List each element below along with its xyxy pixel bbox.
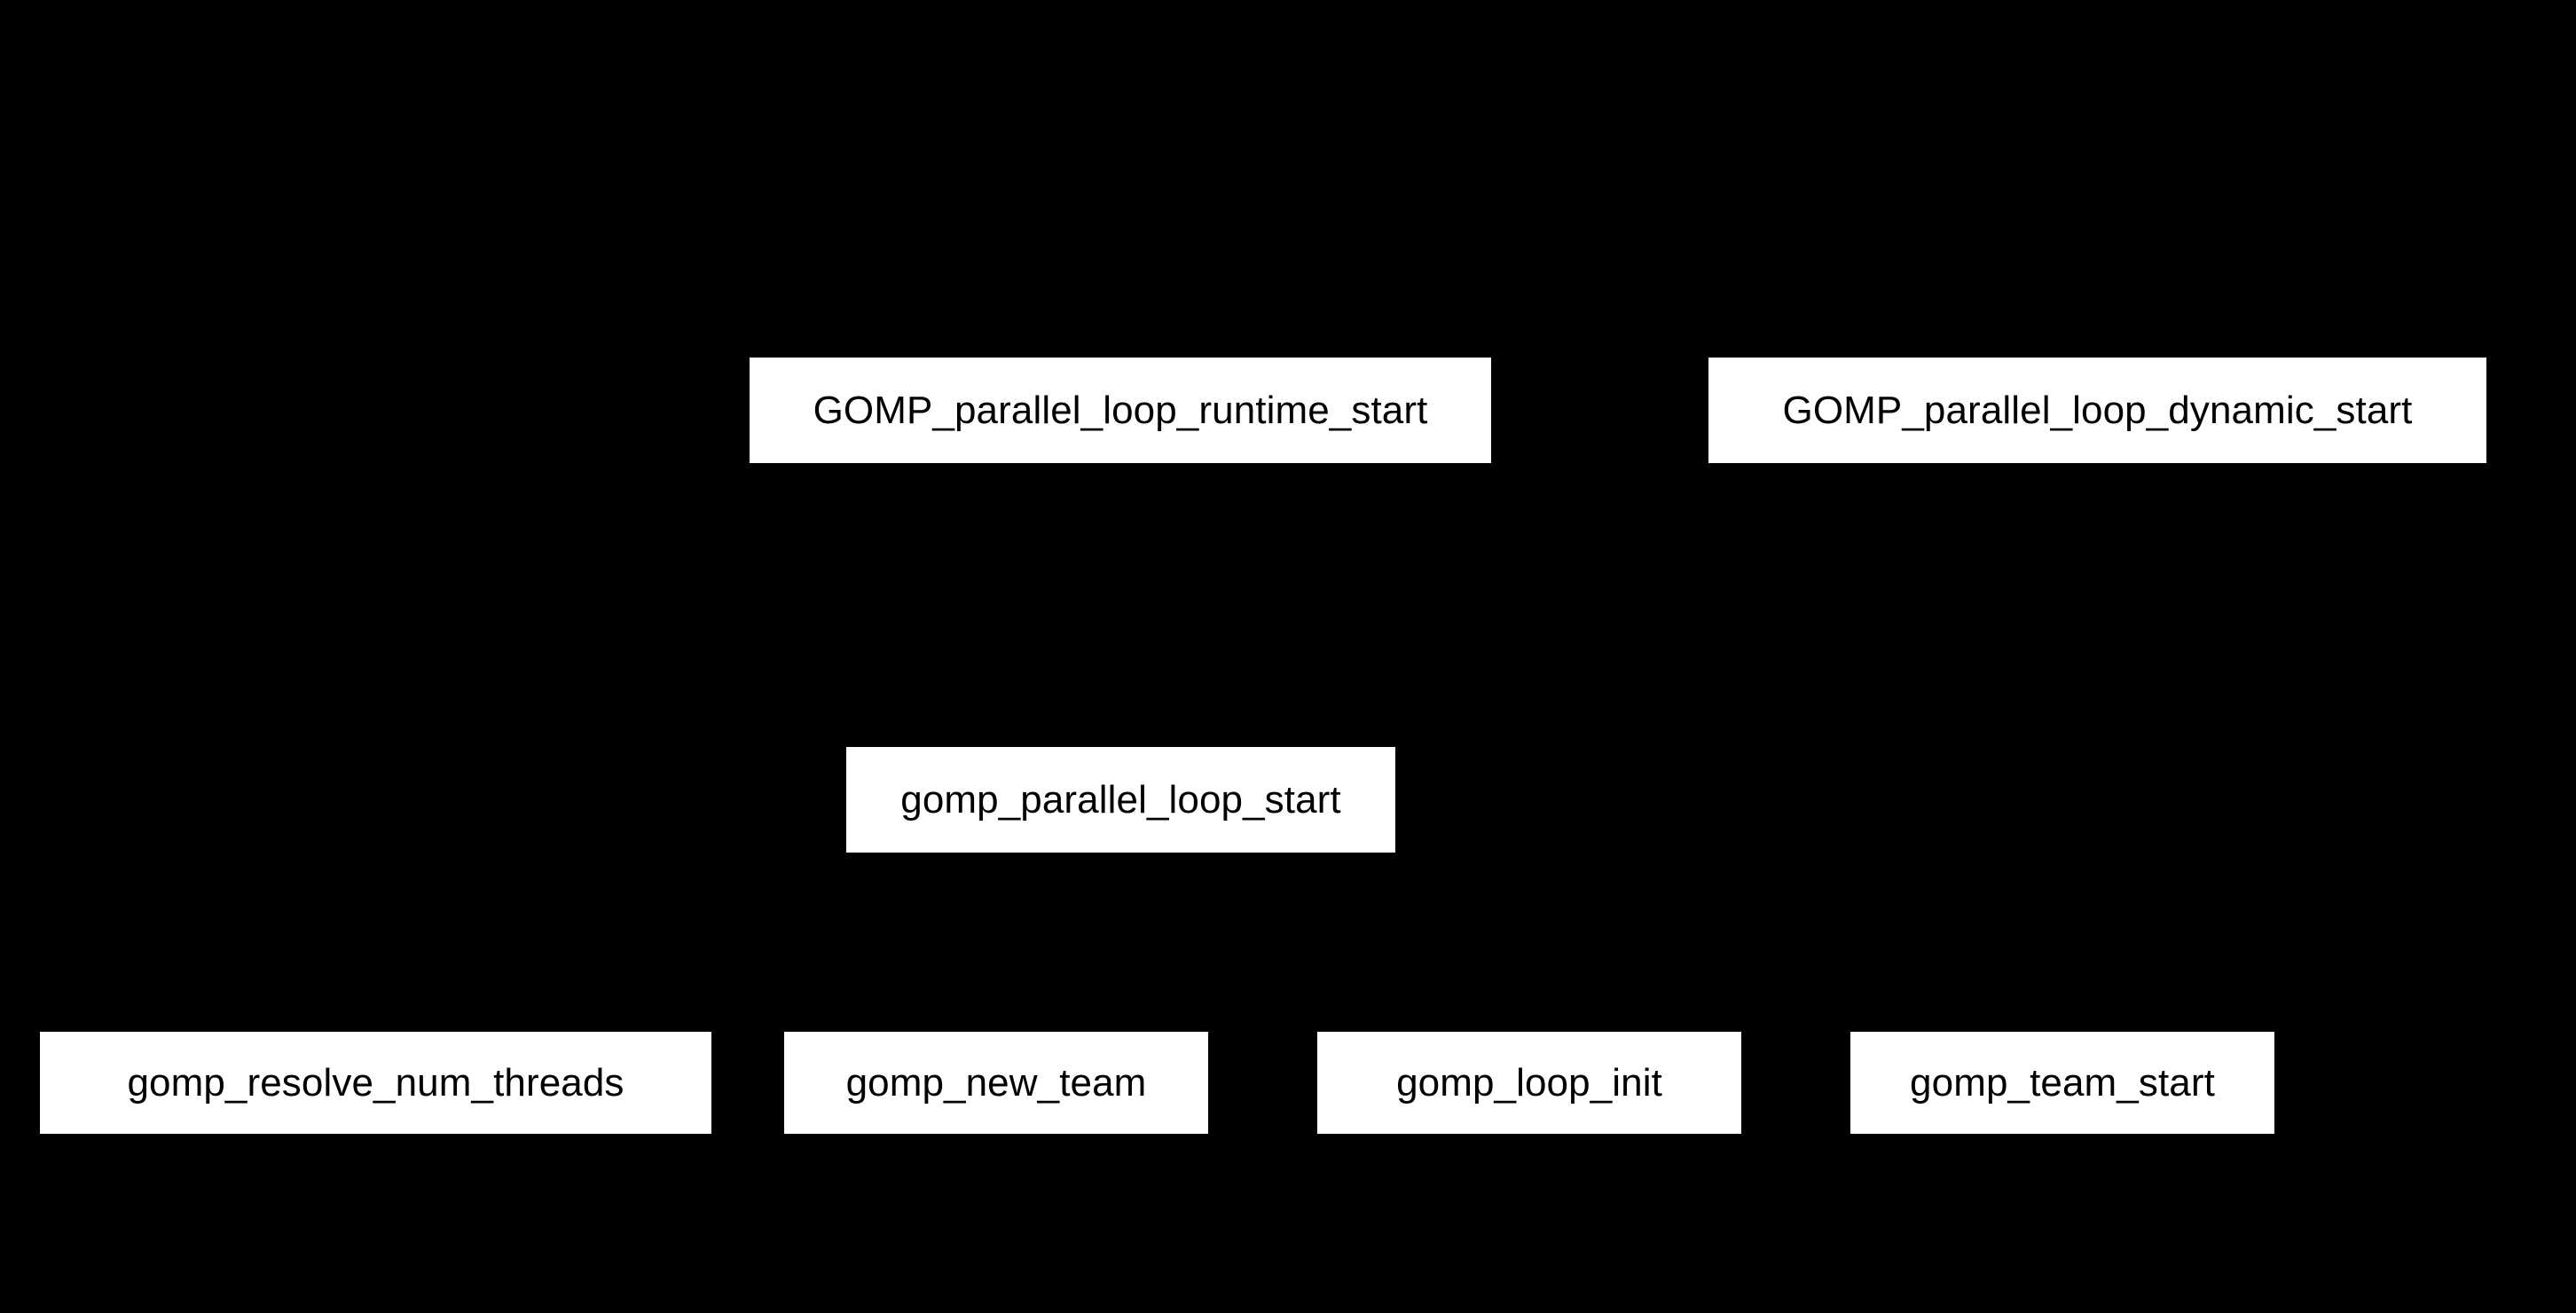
graph-node-label: gomp_team_start [1910,1060,2215,1105]
graph-node-gomp-team-start[interactable]: gomp_team_start [1850,1032,2274,1134]
graph-node-label: gomp_resolve_num_threads [127,1060,624,1105]
graph-node-label: gomp_new_team [845,1060,1147,1105]
graph-node-gomp-resolve-num-threads[interactable]: gomp_resolve_num_threads [40,1032,711,1134]
graph-node-gomp-parallel-loop-start[interactable]: gomp_parallel_loop_start [846,747,1395,853]
graph-node-label: GOMP_parallel_loop_dynamic_start [1782,388,2413,432]
graph-node-label: gomp_loop_init [1396,1060,1662,1105]
graph-node-gomp-loop-init[interactable]: gomp_loop_init [1317,1032,1741,1134]
graph-edge [1119,462,1122,748]
graph-node-gomp-parallel-loop-runtime-start[interactable]: GOMP_parallel_loop_runtime_start [750,358,1491,463]
graph-node-gomp-new-team[interactable]: gomp_new_team [784,1032,1208,1134]
graph-node-label: gomp_parallel_loop_start [900,777,1341,822]
graph-edge [1119,852,2064,1033]
graph-node-gomp-parallel-loop-dynamic-start[interactable]: GOMP_parallel_loop_dynamic_start [1708,358,2486,463]
graph-edge [994,852,1122,1033]
graph-edge [1119,852,1531,1033]
graph-edge [374,852,1122,1033]
graph-node-label: GOMP_parallel_loop_runtime_start [813,388,1428,432]
graph-edge [1119,462,2099,748]
